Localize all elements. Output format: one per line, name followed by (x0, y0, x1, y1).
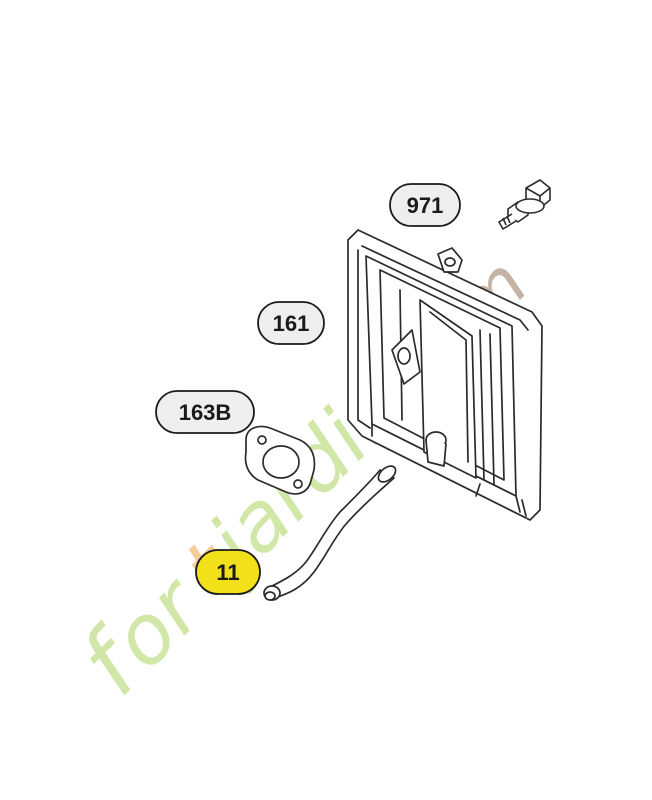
callout-161-badge (257, 301, 325, 345)
callout-161-label: 161 (273, 311, 310, 336)
bolt-icon (498, 179, 551, 230)
callout-161[interactable]: 161 (257, 301, 325, 345)
callout-971[interactable]: 971 (389, 183, 461, 227)
callout-11-highlight (195, 549, 261, 595)
callout-163b-badge (155, 390, 255, 434)
callout-11[interactable]: 11 (195, 549, 261, 595)
callout-11-label: 11 (216, 560, 239, 585)
callout-163b-label: 163B (179, 400, 232, 425)
gasket-icon (244, 425, 316, 495)
callout-971-label: 971 (407, 193, 444, 218)
callout-971-badge (389, 183, 461, 227)
exhaust-pipe-icon (263, 465, 397, 601)
callout-163b[interactable]: 163B (155, 390, 255, 434)
muffler-icon (347, 229, 543, 521)
